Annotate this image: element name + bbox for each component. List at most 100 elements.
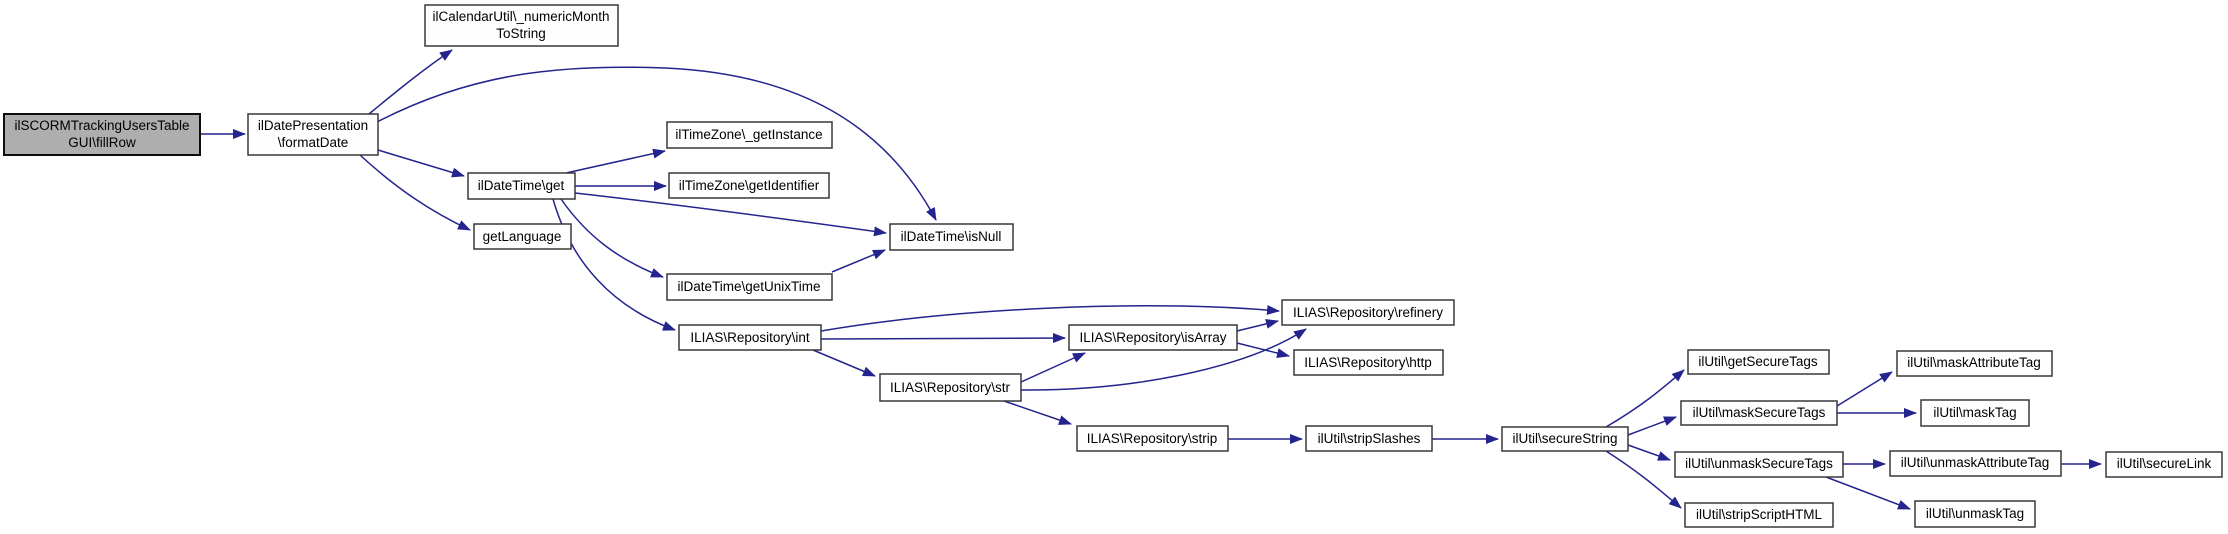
node-fillrow-box [3,113,201,156]
edge-formatdate-to-numericmonthtostring [368,49,453,115]
edge-repo-int-to-repo-isarray [820,333,1066,344]
edge-formatdate-to-getlanguage [359,154,471,231]
node-repo-isarray[interactable]: ILIAS\Repository\isArray [1068,324,1238,351]
node-datetime-getunixtime-box [666,273,833,301]
node-fillrow-label-2: GUI\fillRow [68,135,136,150]
node-securelink-label: ilUtil\secureLink [2117,456,2212,471]
node-datetime-get[interactable]: ilDateTime\get [467,172,576,200]
node-repo-http-box [1293,349,1444,376]
edge-datetime-get-to-datetime-getunixtime [560,198,664,278]
node-repo-http[interactable]: ILIAS\Repository\http [1293,349,1444,376]
edge-masksecuretags-to-maskattributetag [1836,371,1893,407]
node-numericmonthtostring-label-1: ilCalendarUtil\_numericMonth [432,9,609,24]
node-unmaskattributetag[interactable]: ilUtil\unmaskAttributeTag [1889,450,2062,477]
node-stripslashes-label: ilUtil\stripSlashes [1318,431,1421,446]
node-datetime-get-box [467,172,576,200]
edge-securestring-to-stripscripthtml [1605,450,1682,509]
node-masksecuretags-label: ilUtil\maskSecureTags [1693,405,1826,420]
node-datetime-isnull[interactable]: ilDateTime\isNull [889,223,1014,251]
node-numericmonthtostring-label-2: ToString [496,26,546,41]
node-unmasksecuretags-box [1674,451,1844,478]
node-repo-isarray-box [1068,324,1238,351]
node-stripslashes-box [1305,425,1433,452]
node-unmasktag-label: ilUtil\unmaskTag [1926,506,2024,521]
node-layer: ilSCORMTrackingUsersTable GUI\fillRow il… [3,4,2223,528]
node-repo-isarray-label: ILIAS\Repository\isArray [1079,330,1226,345]
node-masksecuretags[interactable]: ilUtil\maskSecureTags [1680,400,1838,426]
node-repo-http-label: ILIAS\Repository\http [1304,355,1432,370]
edge-datetime-get-to-timezone-getinstance [565,148,666,174]
edge-repo-str-to-repo-isarray [1020,352,1086,383]
node-unmasktag[interactable]: ilUtil\unmaskTag [1914,500,2036,528]
node-securestring[interactable]: ilUtil\secureString [1501,426,1629,452]
edge-repo-isarray-to-repo-http [1236,342,1290,358]
edge-repo-isarray-to-repo-refinery [1236,318,1279,332]
node-getsecuretags-box [1687,349,1830,375]
node-maskattributetag-box [1896,350,2053,377]
node-repo-refinery[interactable]: ILIAS\Repository\refinery [1281,299,1455,326]
edge-datetime-get-to-repo-int [552,198,676,331]
node-masktag[interactable]: ilUtil\maskTag [1920,399,2030,427]
node-repo-int[interactable]: ILIAS\Repository\int [678,324,822,351]
node-maskattributetag-label: ilUtil\maskAttributeTag [1907,355,2041,370]
node-formatdate-label-1: ilDatePresentation [258,118,368,133]
edge-repo-str-to-repo-strip [1003,400,1072,425]
node-getsecuretags[interactable]: ilUtil\getSecureTags [1687,349,1830,375]
node-numericmonthtostring-box [424,4,619,47]
edge-repo-str-to-repo-refinery [1020,328,1307,391]
node-formatdate-label-2: \formatDate [278,135,349,150]
node-timezone-getinstance[interactable]: ilTimeZone\_getInstance [666,121,833,149]
edge-unmasksecuretags-to-unmasktag [1825,476,1911,510]
edge-repo-int-to-repo-str [812,349,876,377]
node-repo-strip[interactable]: ILIAS\Repository\strip [1076,425,1229,452]
node-repo-refinery-box [1281,299,1455,326]
node-timezone-getinstance-label: ilTimeZone\_getInstance [675,127,822,142]
node-masktag-label: ilUtil\maskTag [1933,405,2016,420]
node-timezone-getidentifier[interactable]: ilTimeZone\getIdentifier [668,172,830,199]
node-getlanguage[interactable]: getLanguage [473,223,572,250]
node-datetime-isnull-label: ilDateTime\isNull [901,229,1002,244]
node-datetime-get-label: ilDateTime\get [478,178,565,193]
node-timezone-getidentifier-label: ilTimeZone\getIdentifier [679,178,820,193]
node-timezone-getinstance-box [666,121,833,149]
node-repo-int-box [678,324,822,351]
node-getsecuretags-label: ilUtil\getSecureTags [1698,354,1818,369]
node-numericmonthtostring[interactable]: ilCalendarUtil\_numericMonth ToString [424,4,619,47]
node-getlanguage-label: getLanguage [483,229,562,244]
edge-datetime-get-to-datetime-isnull [574,192,887,237]
node-unmaskattributetag-box [1889,450,2062,477]
node-getlanguage-box [473,223,572,250]
node-repo-str[interactable]: ILIAS\Repository\str [879,373,1022,402]
node-repo-str-label: ILIAS\Repository\str [890,380,1011,395]
edge-securestring-to-unmasksecuretags [1627,444,1671,461]
node-stripslashes[interactable]: ilUtil\stripSlashes [1305,425,1433,452]
node-unmasksecuretags[interactable]: ilUtil\unmaskSecureTags [1674,451,1844,478]
edge-formatdate-to-datetime-isnull [376,66,937,221]
edge-datetime-getunixtime-to-datetime-isnull [831,249,886,273]
node-fillrow[interactable]: ilSCORMTrackingUsersTable GUI\fillRow [3,113,201,156]
node-repo-strip-label: ILIAS\Repository\strip [1087,431,1218,446]
node-datetime-getunixtime-label: ilDateTime\getUnixTime [677,279,820,294]
node-securestring-label: ilUtil\secureString [1512,431,1617,446]
edge-repo-int-to-repo-refinery [820,304,1280,332]
node-securelink[interactable]: ilUtil\secureLink [2105,451,2223,478]
node-stripscripthtml[interactable]: ilUtil\stripScriptHTML [1684,502,1834,528]
node-unmaskattributetag-label: ilUtil\unmaskAttributeTag [1901,455,2050,470]
node-timezone-getidentifier-box [668,172,830,199]
node-masksecuretags-box [1680,400,1838,426]
node-datetime-isnull-box [889,223,1014,251]
node-repo-strip-box [1076,425,1229,452]
node-fillrow-label-1: ilSCORMTrackingUsersTable [14,118,189,133]
edge-formatdate-to-datetime-get [377,149,465,178]
node-formatdate[interactable]: ilDatePresentation \formatDate [247,113,379,156]
node-unmasktag-box [1914,500,2036,528]
node-unmasksecuretags-label: ilUtil\unmaskSecureTags [1685,456,1833,471]
node-repo-refinery-label: ILIAS\Repository\refinery [1293,305,1443,320]
edge-securestring-to-getsecuretags [1605,369,1685,428]
node-maskattributetag[interactable]: ilUtil\maskAttributeTag [1896,350,2053,377]
node-datetime-getunixtime[interactable]: ilDateTime\getUnixTime [666,273,833,301]
node-repo-int-label: ILIAS\Repository\int [690,330,810,345]
node-securelink-box [2105,451,2223,478]
